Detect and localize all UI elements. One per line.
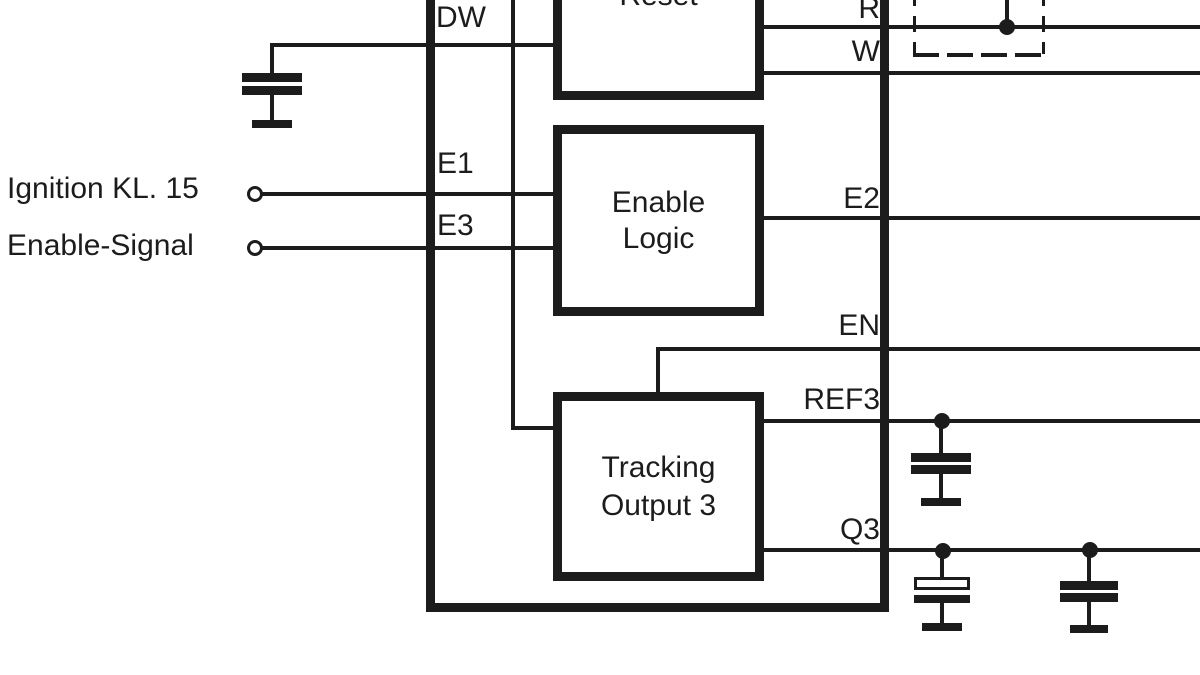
block-label-enable-logic: Enable Logic (562, 134, 755, 307)
wire-en-drop (656, 347, 660, 396)
pin-label-e1: E1 (437, 147, 474, 180)
terminal-label-enable-signal: Enable-Signal (7, 229, 194, 262)
dashed-region-right-edge (1042, 0, 1045, 54)
wire-q3 (758, 548, 1200, 552)
cap-plate-icon (1060, 581, 1118, 590)
wire-tracking-input (511, 426, 558, 430)
junction-dot-q3-a (935, 543, 951, 559)
reset-block (553, 0, 764, 100)
block-label-tracking-output: Tracking Output 3 (562, 401, 755, 572)
terminal-circle-ignition-icon (247, 186, 263, 202)
cap-stub (939, 423, 943, 453)
cap-plate-icon (911, 453, 971, 462)
ground-bar-icon (921, 498, 961, 506)
cap-stub (270, 46, 274, 73)
pin-label-r: R (858, 0, 880, 25)
ground-bar-icon (252, 120, 292, 128)
junction-dot-reset (999, 19, 1015, 35)
tracking-output-line1: Tracking (601, 450, 716, 484)
cap-stub (940, 603, 944, 623)
wire-e1 (260, 192, 557, 196)
wire-reset-ext (1005, 0, 1009, 29)
wire-e2 (758, 216, 1200, 220)
wire-w (758, 71, 1200, 75)
terminal-circle-enable-icon (247, 240, 263, 256)
internal-bus-line (511, 0, 515, 430)
pin-label-e3: E3 (437, 209, 474, 242)
cap-stub (940, 553, 944, 577)
dashed-region-left-edge (913, 0, 916, 54)
terminal-label-ignition: Ignition KL. 15 (7, 172, 199, 205)
cap-plate-icon (1060, 593, 1118, 602)
cap-stub (1087, 602, 1091, 625)
wire-en (656, 347, 1200, 351)
block-label-reset: Reset (553, 0, 764, 11)
dashed-region-bottom-edge (913, 53, 1045, 57)
pin-label-en: EN (838, 309, 880, 342)
junction-dot-q3-b (1082, 542, 1098, 558)
cap-plate-icon (914, 595, 970, 603)
pin-label-q3: Q3 (839, 513, 880, 546)
cap-stub (939, 474, 943, 498)
ic-outline (426, 0, 889, 612)
enable-logic-line2: Logic (622, 221, 695, 255)
pin-label-ref3: REF3 (803, 383, 880, 416)
cap-stub (1087, 552, 1091, 581)
junction-dot-ref3 (934, 413, 950, 429)
cap-plate-icon (911, 465, 971, 474)
pin-label-e2: E2 (843, 182, 880, 215)
ground-bar-icon (1070, 625, 1108, 633)
pin-label-dw: DW (436, 1, 486, 34)
wire-dw (270, 43, 557, 47)
enable-logic-block (553, 125, 764, 316)
enable-logic-line1: Enable (611, 185, 706, 219)
wire-r (758, 25, 1200, 29)
cap-plate-hollow-icon (914, 577, 970, 590)
tracking-output-block (553, 392, 764, 581)
cap-plate-icon (242, 86, 302, 95)
tracking-output-line2: Output 3 (600, 488, 717, 522)
cap-stub (270, 95, 274, 120)
ground-bar-icon (922, 623, 962, 631)
wire-ref3 (758, 419, 1200, 423)
cap-plate-icon (242, 73, 302, 82)
wire-e3 (260, 246, 557, 250)
pin-label-w: W (851, 35, 880, 68)
